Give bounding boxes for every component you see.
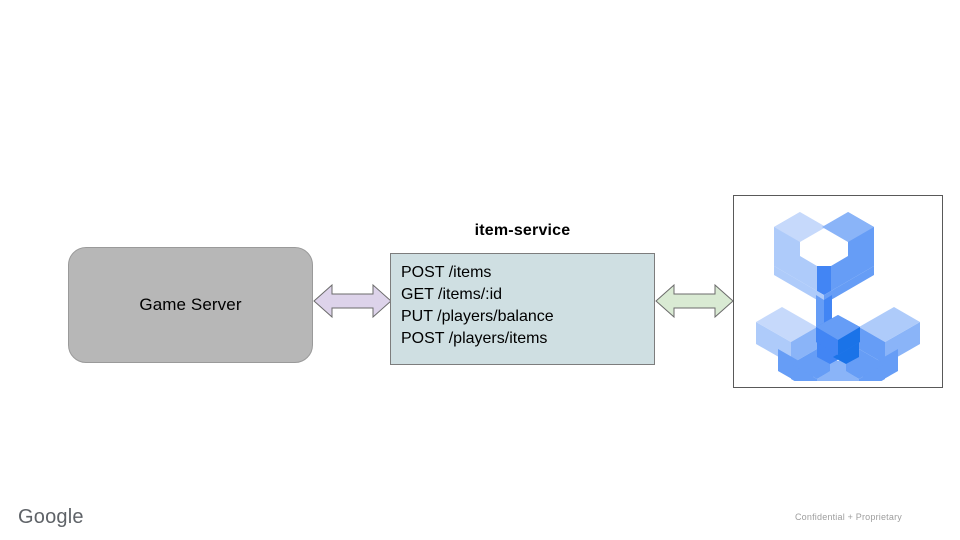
logo-panel xyxy=(733,195,943,388)
svg-text:Google: Google xyxy=(18,506,84,528)
google-logo: Google xyxy=(18,505,90,529)
endpoint-item: GET /items/:id xyxy=(401,286,503,303)
node-item-service-title: item-service xyxy=(474,222,571,239)
node-game-server[interactable]: Game Server xyxy=(68,247,313,363)
connector-item-service-to-logo[interactable] xyxy=(655,281,734,321)
endpoint-item: POST /items xyxy=(401,264,492,281)
connector-game-server-to-item-service[interactable] xyxy=(313,281,392,321)
endpoint-item: POST /players/items xyxy=(401,330,548,347)
node-game-server-label: Game Server xyxy=(139,294,242,314)
endpoint-item: PUT /players/balance xyxy=(401,308,554,325)
node-item-service[interactable]: POST /items GET /items/:id PUT /players/… xyxy=(390,253,655,365)
footer-confidentiality-note: Confidential + Proprietary xyxy=(794,512,902,522)
wrench-triskelion-icon xyxy=(756,211,920,381)
endpoint-list: POST /items GET /items/:id PUT /players/… xyxy=(401,262,654,350)
